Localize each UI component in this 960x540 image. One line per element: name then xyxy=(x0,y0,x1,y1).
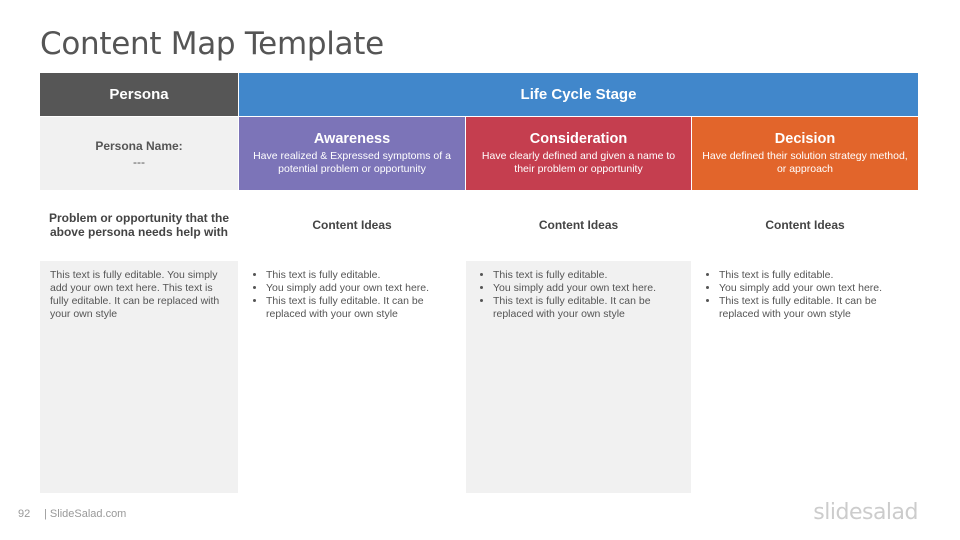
persona-name-label: Persona Name: xyxy=(95,138,183,153)
problem-text-cell: This text is fully editable. You simply … xyxy=(40,261,238,493)
stage-name: Consideration xyxy=(529,131,628,147)
content-ideas-label: Content Ideas xyxy=(538,218,619,232)
stage-name: Awareness xyxy=(313,131,391,147)
stage-name: Decision xyxy=(774,131,836,147)
list-item: You simply add your own text here. xyxy=(266,282,455,295)
problem-text: This text is fully editable. You simply … xyxy=(50,269,220,320)
stage-awareness: Awareness Have realized & Expressed symp… xyxy=(239,117,465,190)
stage-description: Have realized & Expressed symptoms of a … xyxy=(253,150,451,175)
page-title: Content Map Template xyxy=(40,26,384,62)
life-cycle-header-label: Life Cycle Stage xyxy=(520,86,637,103)
content-ideas-consideration: This text is fully editable. You simply … xyxy=(466,261,691,493)
list-item: This text is fully editable. It can be r… xyxy=(493,295,681,321)
brand-logo: slidesalad xyxy=(813,500,918,525)
page-number: 92 xyxy=(18,508,31,520)
persona-name-cell: Persona Name: --- xyxy=(40,117,238,190)
stage-description: Have clearly defined and given a name to… xyxy=(481,150,676,175)
bullet-list: This text is fully editable. You simply … xyxy=(476,269,681,321)
persona-header-label: Persona xyxy=(109,86,169,103)
problem-label: Problem or opportunity that the above pe… xyxy=(49,211,229,239)
content-ideas-label: Content Ideas xyxy=(765,218,845,232)
list-item: This text is fully editable. xyxy=(266,269,455,282)
content-ideas-awareness: This text is fully editable. You simply … xyxy=(239,261,465,493)
stage-decision: Decision Have defined their solution str… xyxy=(692,117,918,190)
bullet-list: This text is fully editable. You simply … xyxy=(702,269,908,321)
content-ideas-decision: This text is fully editable. You simply … xyxy=(692,261,918,493)
persona-header: Persona xyxy=(40,73,238,116)
persona-name-value: --- xyxy=(133,154,145,169)
content-ideas-label: Content Ideas xyxy=(312,218,392,232)
stage-consideration: Consideration Have clearly defined and g… xyxy=(466,117,691,190)
list-item: This text is fully editable. It can be r… xyxy=(266,295,455,321)
footer-site-link[interactable]: | SlideSalad.com xyxy=(44,508,127,520)
life-cycle-header: Life Cycle Stage xyxy=(239,73,918,116)
list-item: You simply add your own text here. xyxy=(719,282,908,295)
list-item: This text is fully editable. It can be r… xyxy=(719,295,908,321)
list-item: You simply add your own text here. xyxy=(493,282,681,295)
bullet-list: This text is fully editable. You simply … xyxy=(249,269,455,321)
stage-description: Have defined their solution strategy met… xyxy=(702,150,908,175)
list-item: This text is fully editable. xyxy=(493,269,681,282)
list-item: This text is fully editable. xyxy=(719,269,908,282)
